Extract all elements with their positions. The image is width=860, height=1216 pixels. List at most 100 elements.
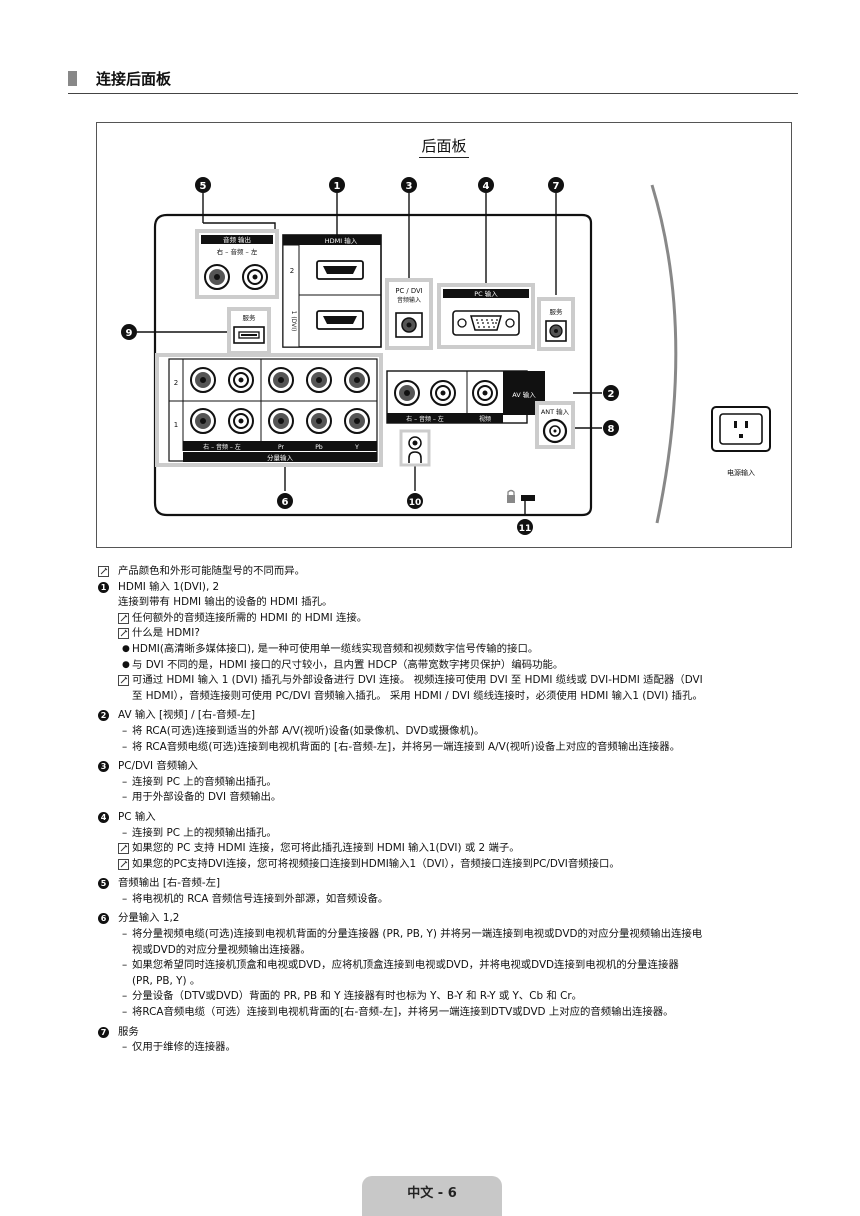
- callout-6: 6: [282, 497, 289, 508]
- diagram-title-wrap: 后面板: [97, 135, 791, 158]
- callout-10: 10: [409, 498, 422, 508]
- item-3-title: 3 PC/DVI 音频输入: [98, 759, 798, 775]
- component-row1: 1: [174, 421, 178, 429]
- rear-panel-svg: 5 1 3 4 7 9 2 8 6 10 11 音频 输出 右 – 音频 – 左…: [121, 177, 771, 535]
- item-7-title: 7 服务: [98, 1025, 798, 1041]
- hdmi-label: HDMI 输入: [325, 236, 358, 245]
- item-1-note-1-text: 任何额外的音频连接所需的 HDMI 的 HDMI 连接。: [132, 611, 368, 624]
- note-icon: [118, 675, 129, 692]
- pcdvi-line1: PC / DVI: [395, 287, 422, 295]
- ant-input-label: ANT 输入: [541, 407, 570, 416]
- item-1-note-2-text: 什么是 HDMI?: [132, 627, 200, 640]
- note-icon: [118, 628, 129, 645]
- pc-input-label: PC 输入: [474, 289, 498, 298]
- item-4-title: 4 PC 输入: [98, 810, 798, 826]
- audio-out-label: 音频 输出: [223, 235, 251, 244]
- item-1-note-1: 任何额外的音频连接所需的 HDMI 的 HDMI 连接。: [98, 611, 798, 627]
- item-2-line-2: –将 RCA音频电缆(可选)连接到电视机背面的 [右-音频-左]，并将另一端连接…: [122, 740, 681, 753]
- callout-2: 2: [608, 389, 615, 400]
- intro-note: 产品颜色和外形可能随型号的不同而异。: [98, 564, 798, 580]
- item-1-bullet-2: ● 与 DVI 不同的是，HDMI 接口的尺寸较小，且内置 HDCP（高带宽数字…: [98, 658, 798, 674]
- item-1-desc: 连接到带有 HDMI 输出的设备的 HDMI 插孔。: [118, 596, 333, 609]
- item-3-line-2-text: 用于外部设备的 DVI 音频输出。: [132, 791, 282, 804]
- callout-1: 1: [334, 181, 341, 192]
- callout-11: 11: [519, 524, 532, 534]
- item-6-line-2-cont: (PR, PB, Y) 。: [132, 974, 201, 987]
- item-7-title-text: 服务: [118, 1025, 139, 1038]
- number-7-icon: 7: [98, 1026, 109, 1038]
- item-3-line-2: –用于外部设备的 DVI 音频输出。: [122, 791, 282, 804]
- hdmi-port-1: [316, 310, 364, 330]
- item-2-title: 2 AV 输入 [视频] / [右-音频-左]: [98, 708, 798, 724]
- rear-panel-diagram: 后面板: [96, 122, 792, 548]
- item-3-line-1: –连接到 PC 上的音频输出插孔。: [122, 775, 277, 788]
- item-6-line-2-text: 如果您希望同时连接机顶盒和电视或DVD，应将机顶盒连接到电视或DVD，并将电视或…: [132, 959, 679, 972]
- item-6-title-text: 分量输入 1,2: [118, 912, 180, 925]
- callout-markers: 5 1 3 4 7 9 2 8 6 10 11: [121, 177, 619, 535]
- item-1-title-text: HDMI 输入 1(DVI), 2: [118, 580, 220, 593]
- item-1-note-2: 什么是 HDMI?: [98, 626, 798, 642]
- number-6-icon: 6: [98, 913, 109, 925]
- av-input-label: AV 输入: [512, 390, 536, 399]
- page-title: 连接后面板: [96, 70, 172, 88]
- item-4-note-1: 如果您的 PC 支持 HDMI 连接，您可将此插孔连接到 HDMI 输入1(DV…: [98, 841, 798, 857]
- note-icon: [98, 566, 109, 577]
- item-5-title-text: 音频输出 [右-音频-左]: [118, 877, 221, 890]
- item-5-line-1-text: 将电视机的 RCA 音频信号连接到外部源，如音频设备。: [132, 892, 389, 905]
- callout-3: 3: [406, 181, 413, 192]
- tv-side-curve: [650, 184, 678, 524]
- item-6-line-1-text: 将分量视频电缆(可选)连接到电视机背面的分量连接器 (PR, PB, Y) 并将…: [132, 928, 703, 941]
- number-1-icon: 1: [98, 581, 109, 593]
- callout-4: 4: [483, 181, 490, 192]
- callout-9: 9: [126, 328, 133, 339]
- item-5-title: 5 音频输出 [右-音频-左]: [98, 876, 798, 892]
- notes-section: 产品颜色和外形可能随型号的不同而异。 1 HDMI 输入 1(DVI), 2 连…: [98, 564, 798, 1056]
- note-icon: [118, 843, 129, 860]
- service-label-right: 服务: [550, 307, 564, 316]
- callout-7: 7: [553, 181, 560, 192]
- power-input-label: 电源输入: [727, 468, 755, 477]
- item-1-note-3-line-1: 可通过 HDMI 输入 1 (DVI) 插孔与外部设备进行 DVI 连接。 视频…: [132, 674, 703, 687]
- pcdvi-line2: 音频输入: [397, 296, 421, 304]
- lock-icon: [507, 495, 515, 503]
- item-4-note-1-text: 如果您的 PC 支持 HDMI 连接，您可将此插孔连接到 HDMI 输入1(DV…: [132, 842, 520, 855]
- component-audio-label: 右 – 音频 – 左: [203, 443, 241, 451]
- item-4-note-2: 如果您的PC支持DVI连接，您可将视频接口连接到HDMI输入1（DVI），音频接…: [98, 857, 798, 873]
- component-pr-label: Pr: [278, 444, 285, 451]
- item-1-note-3: 可通过 HDMI 输入 1 (DVI) 插孔与外部设备进行 DVI 连接。 视频…: [98, 673, 798, 689]
- component-pb-label: Pb: [315, 444, 323, 451]
- diagram-title: 后面板: [419, 137, 469, 158]
- item-2-title-text: AV 输入 [视频] / [右-音频-左]: [118, 709, 256, 722]
- item-1-bullet-1-text: HDMI(高清晰多媒体接口), 是一种可使用单一缆线实现音频和视频数字信号传输的…: [132, 642, 539, 655]
- hdmi-port2-label: 2: [290, 267, 294, 275]
- item-6-line-4-text: 将RCA音频电缆（可选）连接到电视机背面的[右-音频-左]，并将另一端连接到DT…: [132, 1006, 674, 1019]
- hdmi-port1-label: 1 (DVI): [290, 311, 297, 332]
- item-1-title: 1 HDMI 输入 1(DVI), 2: [98, 580, 798, 596]
- item-1-bullet-1: ● HDMI(高清晰多媒体接口), 是一种可使用单一缆线实现音频和视频数字信号传…: [98, 642, 798, 658]
- kensington-slot: [521, 495, 535, 501]
- item-3-title-text: PC/DVI 音频输入: [118, 760, 198, 773]
- item-4-note-2-text: 如果您的PC支持DVI连接，您可将视频接口连接到HDMI输入1（DVI），音频接…: [132, 857, 620, 870]
- item-2-line-1-text: 将 RCA(可选)连接到适当的外部 A/V(视听)设备(如录像机、DVD或摄像机…: [132, 724, 485, 737]
- item-6-line-2: –如果您希望同时连接机顶盒和电视或DVD，应将机顶盒连接到电视或DVD，并将电视…: [122, 959, 679, 972]
- header-marker: [68, 71, 77, 86]
- hdmi-port-2: [316, 260, 364, 280]
- item-1-note-3-cont: 至 HDMI），音频连接则可使用 PC/DVI 音频输入插孔。 采用 HDMI …: [132, 689, 703, 702]
- item-2-line-2-text: 将 RCA音频电缆(可选)连接到电视机背面的 [右-音频-左]，并将另一端连接到…: [132, 740, 681, 753]
- note-icon: [118, 612, 129, 630]
- av-video-label: 视频: [479, 415, 491, 423]
- note-icon: [118, 858, 129, 876]
- item-5-line-1: –将电视机的 RCA 音频信号连接到外部源，如音频设备。: [122, 892, 389, 905]
- section-header: 连接后面板: [68, 68, 798, 94]
- number-3-icon: 3: [98, 761, 109, 773]
- callout-5: 5: [200, 181, 207, 192]
- item-7-line-1-text: 仅用于维修的连接器。: [132, 1041, 236, 1054]
- number-5-icon: 5: [98, 878, 109, 890]
- item-6-line-4: –将RCA音频电缆（可选）连接到电视机背面的[右-音频-左]，并将另一端连接到D…: [122, 1006, 674, 1019]
- component-label: 分量输入: [267, 453, 294, 462]
- intro-text: 产品颜色和外形可能随型号的不同而异。: [118, 565, 306, 577]
- number-2-icon: 2: [98, 710, 109, 722]
- callout-8: 8: [608, 424, 615, 435]
- component-y-label: Y: [354, 444, 359, 451]
- av-audio-label: 右 – 音频 – 左: [406, 415, 444, 423]
